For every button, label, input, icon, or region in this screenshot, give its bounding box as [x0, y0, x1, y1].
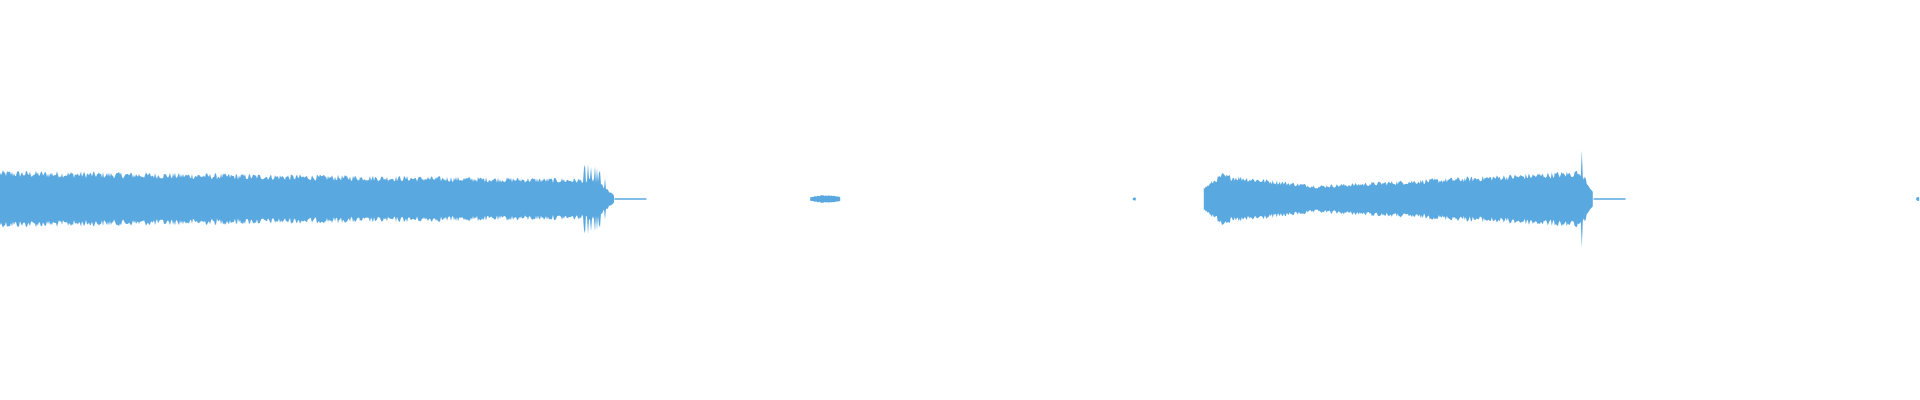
- waveform-segment-1: [0, 163, 614, 235]
- waveform-segment-5: [1916, 197, 1920, 201]
- waveform-segment-2: [810, 195, 841, 203]
- waveform-segment-4: [1203, 150, 1593, 248]
- waveform-segment-3: [1132, 197, 1136, 201]
- waveform-group: [0, 150, 1920, 248]
